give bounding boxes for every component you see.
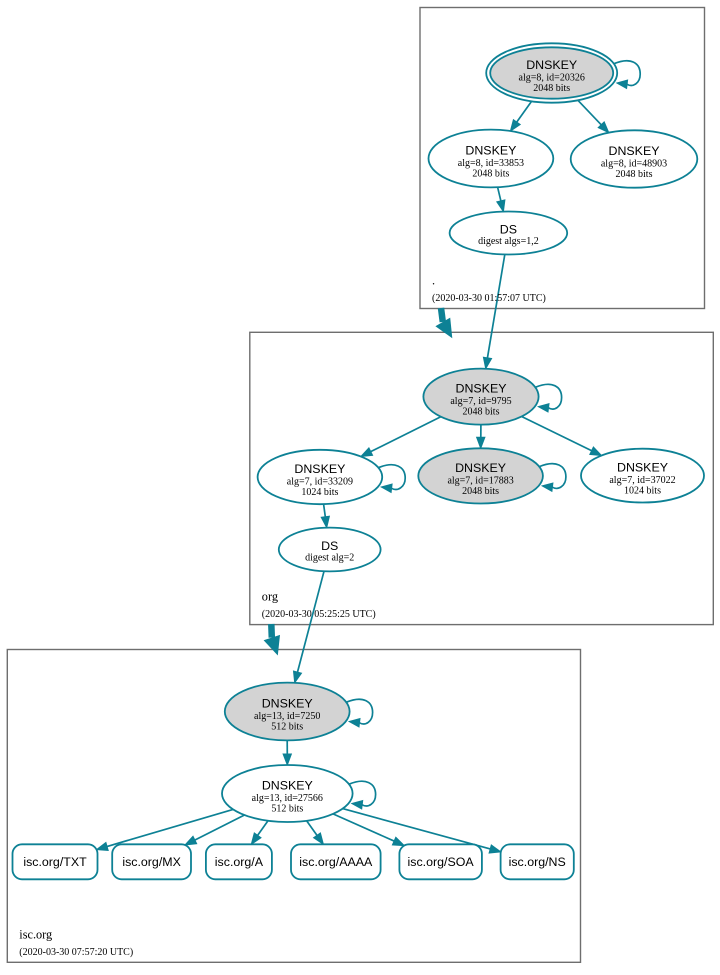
svg-text:alg=13, id=7250: alg=13, id=7250 <box>254 711 320 722</box>
svg-text:org: org <box>262 590 278 604</box>
svg-text:isc.org/AAAA: isc.org/AAAA <box>299 855 373 869</box>
svg-text:isc.org/NS: isc.org/NS <box>509 855 566 869</box>
svg-text:1024 bits: 1024 bits <box>624 486 661 497</box>
svg-text:alg=7, id=9795: alg=7, id=9795 <box>450 396 511 407</box>
svg-text:DS: DS <box>321 539 338 553</box>
svg-text:1024 bits: 1024 bits <box>301 487 338 498</box>
svg-text:isc.org/A: isc.org/A <box>215 855 264 869</box>
svg-text:(2020-03-30 05:25:25 UTC): (2020-03-30 05:25:25 UTC) <box>262 609 376 620</box>
svg-text:alg=7, id=37022: alg=7, id=37022 <box>609 475 675 486</box>
svg-text:(2020-03-30 07:57:20 UTC): (2020-03-30 07:57:20 UTC) <box>19 947 133 958</box>
svg-text:DNSKEY: DNSKEY <box>617 461 668 475</box>
svg-text:2048 bits: 2048 bits <box>616 169 653 180</box>
svg-text:DNSKEY: DNSKEY <box>465 144 516 158</box>
svg-text:DNSKEY: DNSKEY <box>294 462 345 476</box>
svg-text:isc.org/TXT: isc.org/TXT <box>23 855 87 869</box>
svg-text:DNSKEY: DNSKEY <box>262 779 313 793</box>
svg-text:DNSKEY: DNSKEY <box>455 461 506 475</box>
svg-text:2048 bits: 2048 bits <box>462 486 499 497</box>
svg-text:DNSKEY: DNSKEY <box>456 382 507 396</box>
svg-text:512 bits: 512 bits <box>271 803 303 814</box>
svg-text:2048 bits: 2048 bits <box>463 407 500 418</box>
svg-text:2048 bits: 2048 bits <box>472 168 509 179</box>
svg-text:DS: DS <box>500 223 517 237</box>
svg-text:DNSKEY: DNSKEY <box>609 144 660 158</box>
svg-text:(2020-03-30 01:57:07 UTC): (2020-03-30 01:57:07 UTC) <box>432 293 546 304</box>
svg-text:512 bits: 512 bits <box>271 721 303 732</box>
svg-text:isc.org/SOA: isc.org/SOA <box>408 855 475 869</box>
svg-text:DNSKEY: DNSKEY <box>526 58 577 72</box>
svg-text:alg=8, id=20326: alg=8, id=20326 <box>519 73 585 84</box>
svg-text:isc.org/MX: isc.org/MX <box>122 855 181 869</box>
svg-text:2048 bits: 2048 bits <box>533 83 570 94</box>
svg-text:alg=7, id=33209: alg=7, id=33209 <box>287 477 353 488</box>
svg-text:alg=13, id=27566: alg=13, id=27566 <box>252 793 323 804</box>
svg-text:isc.org: isc.org <box>19 927 52 941</box>
svg-text:alg=8, id=33853: alg=8, id=33853 <box>458 158 524 169</box>
svg-text:alg=8, id=48903: alg=8, id=48903 <box>601 159 667 170</box>
svg-text:alg=7, id=17883: alg=7, id=17883 <box>447 476 513 487</box>
svg-text:digest alg=2: digest alg=2 <box>305 553 354 564</box>
svg-text:.: . <box>432 274 435 288</box>
svg-text:digest algs=1,2: digest algs=1,2 <box>478 236 539 247</box>
svg-text:DNSKEY: DNSKEY <box>262 697 313 711</box>
